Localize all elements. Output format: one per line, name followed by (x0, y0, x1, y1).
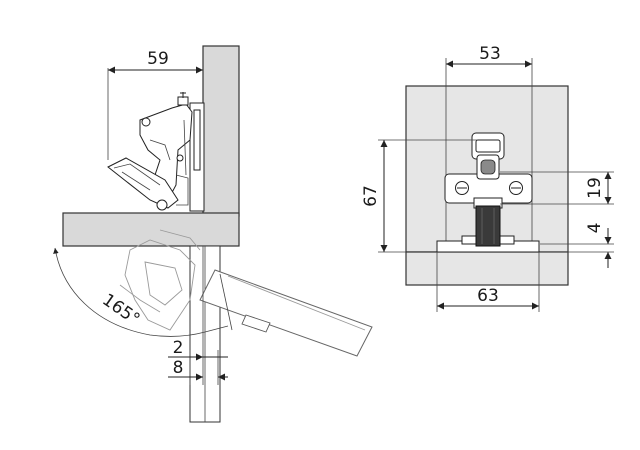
door-panel-closed (62, 212, 240, 247)
dim-label-59: 59 (147, 49, 169, 69)
dim-label-19: 19 (585, 177, 605, 199)
cabinet-side-panel (202, 45, 240, 217)
dim-label-165: 165° (98, 290, 143, 330)
dim-label-67: 67 (361, 185, 381, 207)
door-panel-open (199, 269, 373, 357)
front-view: 53 67 19 4 63 (361, 44, 614, 312)
dim-label-8: 8 (173, 358, 184, 378)
hinge-cup (475, 205, 501, 247)
hinge-arm-front (471, 132, 505, 247)
dim-label-2: 2 (173, 338, 184, 358)
side-view: 59 165° 2 8 (53, 45, 373, 423)
dim-arc-165 (53, 247, 206, 337)
dim-label-53: 53 (479, 44, 501, 64)
door-panel-front (405, 251, 569, 286)
hinge-arm (107, 92, 205, 212)
dim-label-63: 63 (477, 286, 499, 306)
dim-label-4: 4 (585, 223, 605, 234)
